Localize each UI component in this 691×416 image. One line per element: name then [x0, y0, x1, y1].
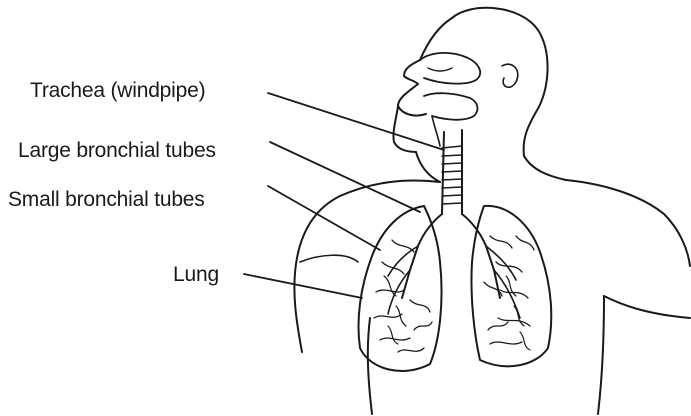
- trachea-leader-line: [268, 93, 444, 150]
- leader-lines: [244, 93, 444, 298]
- neck-outline: [416, 152, 566, 182]
- right-lung-drawing: [471, 206, 551, 366]
- bronchi-drawing: [388, 214, 520, 318]
- large-bronchial-label: Large bronchial tubes: [18, 139, 256, 163]
- small-bronchial-leader-line: [268, 186, 380, 250]
- left-lung-drawing: [359, 206, 442, 371]
- lung-label: Lung: [173, 263, 219, 287]
- large-bronchial-leader-line: [270, 142, 420, 212]
- lung-leader-line: [244, 274, 362, 298]
- trachea-drawing: [442, 130, 462, 214]
- small-bronchial-label: Small bronchial tubes: [8, 188, 256, 212]
- trachea-label: Trachea (windpipe): [30, 79, 256, 103]
- head-outline: [393, 8, 547, 156]
